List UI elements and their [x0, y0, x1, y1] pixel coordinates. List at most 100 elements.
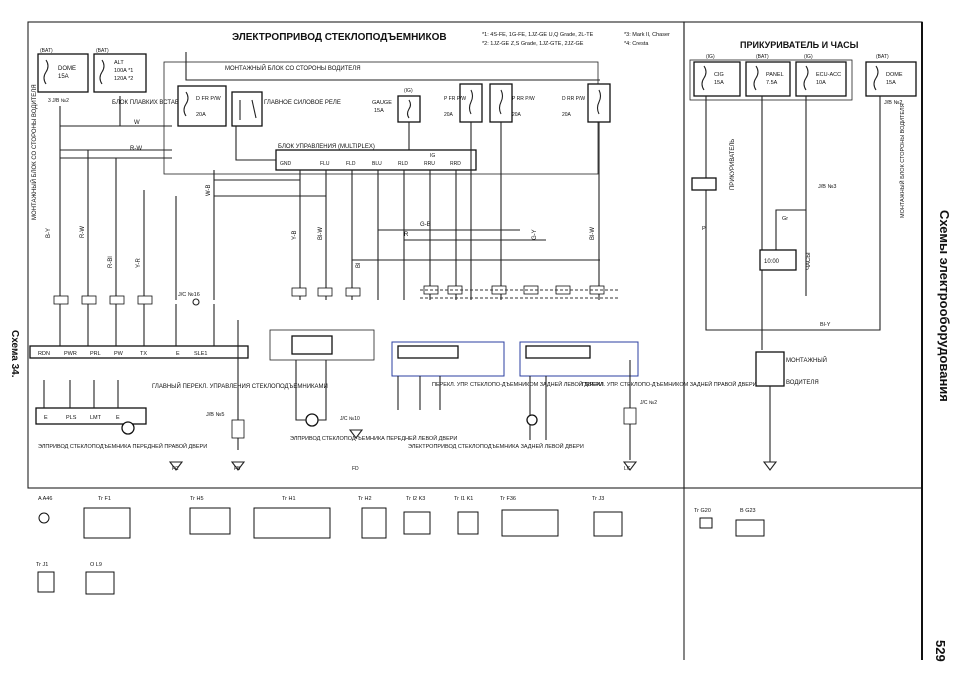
- svg-text:E: E: [116, 415, 120, 421]
- svg-text:RDN: RDN: [38, 351, 50, 357]
- jc10-label: J/C №10: [340, 416, 360, 422]
- svg-text:Tr J1: Tr J1: [36, 562, 48, 568]
- svg-text:20A: 20A: [562, 112, 572, 118]
- svg-text:GAUGE: GAUGE: [372, 100, 392, 106]
- ground-fb: [230, 461, 246, 471]
- jb3-label: J/B №3: [818, 184, 836, 190]
- rear-left-window-switch: ПЕРЕКЛ. УПР. СТЕКЛОПО-ДЪЕМНИКОМ ЗАДНЕЙ Л…: [391, 341, 603, 450]
- svg-text:15A: 15A: [886, 80, 896, 86]
- fuse-ecu-acc: (IG) ECU-ACC 10A: [795, 54, 847, 97]
- svg-text:Tr H5: Tr H5: [190, 496, 204, 502]
- connector-icons: A A46 Tr F1 Tr H5 Tr H1 Tr H2 Tr I2 K3 T…: [36, 496, 765, 595]
- main-window-switch: RDN PWR PRL PW TX E SLE1: [29, 345, 249, 359]
- svg-text:Tr H1: Tr H1: [282, 496, 296, 502]
- clock-label: ЧАСЫ: [806, 252, 812, 270]
- svg-text:7.5A: 7.5A: [766, 80, 778, 86]
- right-block-label: МОНТАЖНЫЙ БЛОК СТОРОНЫ ВОДИТЕЛЯ: [898, 103, 906, 218]
- jb2-label: J/B №2: [884, 100, 902, 106]
- svg-text:E: E: [176, 351, 180, 357]
- svg-text:Tr G20: Tr G20: [694, 508, 711, 514]
- svg-text:Tr F1: Tr F1: [98, 496, 111, 502]
- svg-text:Gr: Gr: [782, 216, 788, 222]
- rear-right-window-switch: ПЕРЕКЛ. УПР. СТЕКЛОПО-ДЪЕМНИКОМ ЗАДНЕЙ П…: [519, 341, 757, 388]
- svg-text:RRU: RRU: [424, 161, 435, 167]
- svg-text:20A: 20A: [512, 112, 522, 118]
- svg-text:ПЕРЕКЛ. УПР. СТЕКЛОПО-ДЪЕМНИКО: ПЕРЕКЛ. УПР. СТЕКЛОПО-ДЪЕМНИКОМ ЗАДНЕЙ П…: [582, 380, 757, 388]
- svg-text:10A: 10A: [816, 80, 826, 86]
- svg-text:R: R: [404, 232, 409, 238]
- front-right-window-motor: E PLS LMT E ЭЛПРИВОД СТЕКЛОПОДЪЕМНИКА ПЕ…: [35, 407, 207, 450]
- svg-text:Bl-W: Bl-W: [590, 227, 596, 240]
- svg-text:(BAT): (BAT): [40, 48, 53, 54]
- svg-text:15A: 15A: [714, 80, 724, 86]
- svg-text:(BAT): (BAT): [876, 54, 889, 60]
- left-scheme-caption: Схема 34.: [9, 330, 20, 378]
- svg-text:ГЛАВНОЕ СИЛОВОЕ РЕЛЕ: ГЛАВНОЕ СИЛОВОЕ РЕЛЕ: [264, 100, 341, 106]
- fuse-dome-right: (BAT) DOME 15A: [865, 54, 917, 97]
- svg-text:D RR P/W: D RR P/W: [562, 96, 585, 102]
- fuse-cig: (IG) CIG 15A: [693, 54, 741, 97]
- svg-text:FC: FC: [172, 466, 179, 472]
- svg-text:Y-B: Y-B: [292, 231, 298, 240]
- svg-text:B-Y: B-Y: [46, 228, 52, 238]
- svg-text:PWR: PWR: [64, 351, 77, 357]
- svg-text:(IG): (IG): [804, 54, 813, 60]
- svg-text:100A *1: 100A *1: [114, 68, 133, 74]
- left-title: ЭЛЕКТРОПРИВОД СТЕКЛОПОДЪЕМНИКОВ: [232, 32, 447, 43]
- svg-text:PANEL: PANEL: [766, 72, 784, 78]
- svg-text:RRD: RRD: [450, 161, 461, 167]
- main-switch-label: ГЛАВНЫЙ ПЕРЕКЛ. УПРАВЛЕНИЯ СТЕКЛОПОДЪЕМН…: [152, 382, 328, 390]
- svg-text:Bl-W: Bl-W: [318, 227, 324, 240]
- svg-text:D FR P/W: D FR P/W: [196, 96, 222, 102]
- svg-text:G-B: G-B: [420, 222, 431, 228]
- svg-text:FLU: FLU: [320, 161, 330, 167]
- side-driver-block-label: МОНТАЖНЫЙ БЛОК СО СТОРОНЫ ВОДИТЕЛЯ: [30, 84, 38, 220]
- jc2-label: J/C №2: [640, 400, 657, 406]
- svg-text:BLU: BLU: [372, 161, 382, 167]
- svg-text:W-B: W-B: [206, 184, 212, 196]
- jc16-label: J/C №16: [178, 292, 200, 298]
- svg-text:Tr I2 K3: Tr I2 K3: [406, 496, 425, 502]
- svg-text:DOME: DOME: [886, 72, 903, 78]
- svg-text:G-Y: G-Y: [532, 229, 538, 240]
- svg-text:PW: PW: [114, 351, 124, 357]
- svg-text:RLD: RLD: [398, 161, 408, 167]
- svg-text:(BAT): (BAT): [756, 54, 769, 60]
- svg-text:R-Bl: R-Bl: [108, 256, 114, 268]
- svg-text:CIG: CIG: [714, 72, 724, 78]
- ground-lc: [622, 461, 638, 471]
- main-power-relay: ГЛАВНОЕ СИЛОВОЕ РЕЛЕ: [231, 91, 341, 127]
- fuse-alt: (BAT) ALT 100A *1 120A *2: [93, 48, 147, 93]
- page-number: 529: [933, 640, 948, 662]
- driver-label: ВОДИТЕЛЯ: [786, 380, 819, 386]
- svg-text:R-W: R-W: [80, 226, 86, 238]
- fuse-dome: (BAT) DOME 15A 3 J/B №2: [37, 48, 89, 104]
- svg-text:FB: FB: [234, 466, 241, 472]
- right-title: ПРИКУРИВАТЕЛЬ И ЧАСЫ: [740, 40, 859, 50]
- svg-text:B G23: B G23: [740, 508, 756, 514]
- ground-fd: [348, 429, 364, 439]
- svg-text:Tr I1 K1: Tr I1 K1: [454, 496, 473, 502]
- svg-text:ЭЛПРИВОД СТЕКЛОПОД-ЪЕМНИКА ПЕР: ЭЛПРИВОД СТЕКЛОПОД-ЪЕМНИКА ПЕРЕДНЕЙ ЛЕВО…: [290, 434, 457, 442]
- mount-label: МОНТАЖНЫЙ: [786, 356, 827, 364]
- svg-text:P FR P/W: P FR P/W: [444, 96, 466, 102]
- svg-text:FLD: FLD: [346, 161, 356, 167]
- svg-text:Y-R: Y-R: [136, 258, 142, 268]
- svg-text:Bl-Y: Bl-Y: [820, 322, 831, 328]
- fuse-panel: (BAT) PANEL 7.5A: [745, 54, 791, 97]
- driver-block-label: МОНТАЖНЫЙ БЛОК СО СТОРОНЫ ВОДИТЕЛЯ: [225, 64, 361, 72]
- fuse-p-fr-pw: P FR P/W 20A: [444, 83, 483, 123]
- svg-text:Tr H2: Tr H2: [358, 496, 372, 502]
- svg-text:IG: IG: [430, 153, 435, 159]
- svg-text:ПЕРЕКЛ. УПР. СТЕКЛОПО-ДЪЕМНИКО: ПЕРЕКЛ. УПР. СТЕКЛОПО-ДЪЕМНИКОМ ЗАДНЕЙ Л…: [432, 380, 603, 388]
- svg-text:ЭЛПРИВОД СТЕКЛОПОДЪЕМНИКА ПЕРЕ: ЭЛПРИВОД СТЕКЛОПОДЪЕМНИКА ПЕРЕДНЕЙ ПРАВО…: [38, 442, 207, 450]
- svg-text:O L9: O L9: [90, 562, 102, 568]
- svg-text:3 J/B №2: 3 J/B №2: [48, 98, 69, 104]
- svg-text:15A: 15A: [374, 108, 384, 114]
- svg-text:БЛОК УПРАВЛЕНИЯ (MULTIPLEX): БЛОК УПРАВЛЕНИЯ (MULTIPLEX): [278, 144, 375, 150]
- svg-text:Tr F36: Tr F36: [500, 496, 516, 502]
- svg-text:ALT: ALT: [114, 60, 124, 66]
- svg-text:DOME: DOME: [58, 66, 76, 72]
